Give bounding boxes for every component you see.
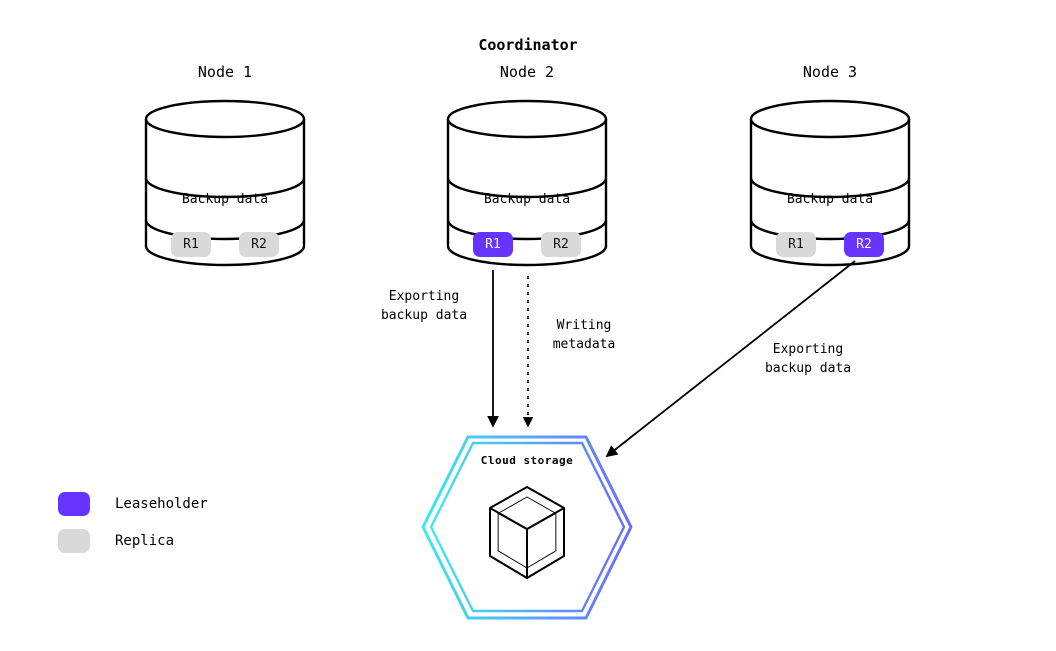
- cylinder-top-ellipse: [749, 99, 911, 139]
- replica-badge: R2: [541, 232, 581, 257]
- node-1-label: Node 1: [197, 63, 253, 81]
- leaseholder-badge: R1: [473, 232, 513, 257]
- database-cylinder-icon: [144, 99, 306, 267]
- legend-row-replica: Replica: [58, 529, 208, 553]
- cylinder-bottom-arc: [446, 245, 608, 267]
- replica-badge: R1: [776, 232, 816, 257]
- database-cylinder-icon: [749, 99, 911, 267]
- leaseholder-badge: R2: [844, 232, 884, 257]
- replica-swatch: [58, 529, 90, 553]
- leaseholder-swatch: [58, 492, 90, 516]
- cylinder-top-ellipse: [144, 99, 306, 139]
- cylinder-divider-2: [749, 219, 911, 241]
- cylinder-divider-1: [144, 177, 306, 199]
- database-cylinder-icon: [446, 99, 608, 267]
- node-2-replicas: R1 R2: [445, 232, 609, 257]
- node-3-section-label: Backup data: [786, 192, 874, 207]
- legend-label-leaseholder: Leaseholder: [115, 496, 208, 512]
- cube-icon: [489, 486, 565, 579]
- node-1-section-label: Backup data: [181, 192, 269, 207]
- cylinder-divider-1: [749, 177, 911, 199]
- replica-badge: R2: [239, 232, 279, 257]
- cloud-storage-label: Cloud storage: [480, 454, 574, 467]
- node-3-replicas: R1 R2: [748, 232, 912, 257]
- cloud-storage-hexagon-inner: [429, 441, 626, 613]
- node-2-section-label: Backup data: [483, 192, 571, 207]
- legend: Leaseholder Replica: [58, 492, 208, 566]
- cylinder-divider-1: [446, 177, 608, 199]
- diagram-title: Coordinator: [478, 36, 578, 54]
- node-3-label: Node 3: [802, 63, 858, 81]
- replica-badge: R1: [171, 232, 211, 257]
- cylinder-bottom-arc: [144, 245, 306, 267]
- node-1-replicas: R1 R2: [143, 232, 307, 257]
- cylinder-divider-2: [446, 219, 608, 241]
- arrow-label-exporting-node2: Exporting backup data: [380, 289, 468, 323]
- arrow-label-writing-metadata: Writing metadata: [552, 318, 616, 352]
- legend-label-replica: Replica: [115, 533, 175, 549]
- legend-row-leaseholder: Leaseholder: [58, 492, 208, 516]
- cylinder-divider-2: [144, 219, 306, 241]
- node-2-label: Node 2: [499, 63, 555, 81]
- arrow-label-exporting-node3: Exporting backup data: [764, 342, 852, 376]
- cylinder-top-ellipse: [446, 99, 608, 139]
